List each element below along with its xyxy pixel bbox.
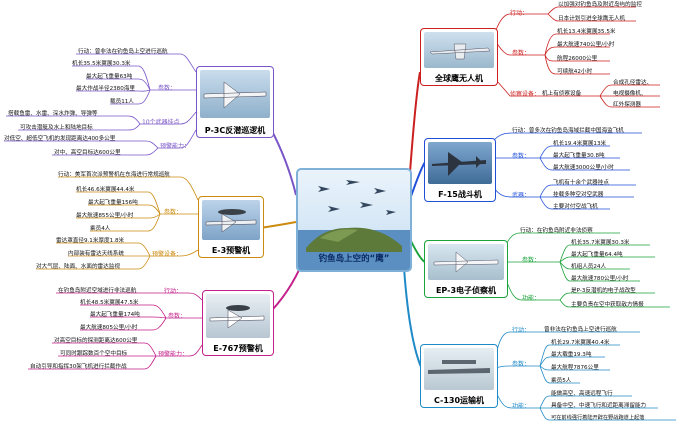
ep3-icon (433, 251, 499, 273)
p3c-params-label: 参数： (158, 85, 177, 92)
gh-detect-label: 侦察设备： (510, 91, 541, 98)
node-p3c[interactable]: P-3C反潜巡逻机 (196, 66, 274, 138)
f15-weapon-3: 主要对付空战飞机 (553, 204, 598, 210)
e767-abil-2: 可同时跟踪数百个空中目标 (60, 351, 128, 357)
e767-abil-3: 自动引导和指挥30架飞机进行拦截作战 (30, 364, 127, 370)
ep3-func-1: 是P-3反潜机的电子战改型 (571, 288, 636, 294)
gh-param-2: 最大航速740公里/小时 (557, 42, 615, 48)
ep3-action: 行动：在钓鱼岛附近非法侦察 (520, 228, 593, 234)
p3c-action: 行动：曾非法在钓鱼岛上空进行巡航 (78, 49, 168, 55)
e3-title: E-3预警机 (211, 246, 251, 255)
e767-abil-label: 预警能力： (158, 351, 189, 358)
e767-abil-1: 对高空目标的探测距离达600公里 (54, 338, 138, 344)
e3-param-1: 机长46.6米翼展44.4米 (76, 187, 135, 193)
e767-title: E-767预警机 (213, 344, 263, 353)
ep3-func-label: 功能： (522, 295, 541, 302)
gh-detect-2: 电视摄像机、 (613, 91, 647, 97)
c130-func-1: 能做高空、高速远程飞行 (551, 391, 613, 397)
e3-action: 行动：美军首次派预警机在东海进行常规巡航 (58, 172, 170, 178)
f15-params-label: 参数： (512, 153, 531, 160)
p3c-title: P-3C反潜巡逻机 (204, 126, 266, 135)
e767-action-label: 行动： (164, 288, 183, 295)
c130-param-3: 最大航程7876公里 (551, 365, 599, 371)
f15-title: F-15战斗机 (438, 190, 482, 199)
f15-weapon-2: 挂载多种空对空武器 (553, 192, 604, 198)
p3c-param-1: 机长35.5米翼展30.3米 (72, 61, 131, 67)
e3-equip-2: 内部装有雷达天线系统 (68, 251, 124, 257)
e3-param-3: 最大航速855公里/小时 (76, 213, 134, 219)
c130-params-label: 参数： (512, 361, 531, 368)
e767-action: 在钓鱼岛附近空域进行非法巡航 (58, 288, 137, 294)
e767-param-2: 最大起飞重量174吨 (90, 312, 140, 318)
c130-func-label: 功能： (512, 403, 531, 410)
gh-action-2: 日本计划引进全球鹰无人机 (558, 16, 626, 22)
global-hawk-icon (429, 43, 491, 60)
e767-params-label: 参数： (168, 313, 187, 320)
global-hawk-title: 全球鹰无人机 (435, 74, 483, 83)
center-topic: 钓鱼岛上空的“鹰” (296, 168, 412, 272)
ep3-params-label: 参数： (522, 257, 541, 264)
c130-param-2: 最大载重19.3吨 (551, 352, 592, 358)
p3c-weapons-label: 10个武器挂点 (142, 119, 180, 126)
gh-detect-3: 红外探测器 (613, 102, 641, 108)
p3c-abil-1: 对低空、超低空飞机的发现距离达400多公里 (4, 136, 116, 142)
f15-param-3: 最大航速3000公里/小时 (553, 165, 614, 171)
c130-action-label: 行动： (512, 327, 531, 334)
e3-param-4: 乘员4人 (90, 226, 111, 232)
gh-param-1: 机长13.4米翼展35.5米 (557, 29, 616, 35)
e3-param-2: 最大起飞重量156吨 (88, 200, 138, 206)
gh-detect-1: 合成孔径雷达、 (613, 80, 653, 86)
f15-icon (432, 152, 486, 176)
c130-action: 曾非法在钓鱼岛上空进行巡航 (544, 327, 617, 333)
e3-equip-1: 雷达罩直径9.1米厚度1.8米 (56, 238, 125, 244)
gh-detect-main: 机上有侦察设备 (542, 91, 582, 97)
e3-icon (205, 209, 257, 233)
p3c-param-2: 最大起飞重量63吨 (86, 74, 133, 80)
f15-param-2: 最大起飞重量30.8吨 (553, 153, 605, 159)
f15-param-1: 机长19.4米翼展13米 (553, 141, 607, 147)
ep3-param-1: 机长35.7米翼展30.3米 (571, 240, 630, 246)
gh-action-1: 以加强对钓鱼岛及附近岛屿的监控 (558, 2, 642, 8)
gh-params-label: 参数： (512, 50, 531, 57)
p3c-abil-label: 预警能力： (160, 143, 191, 150)
e3-equip-label: 预警设备： (152, 251, 183, 258)
gh-param-3: 航程26000公里 (557, 56, 598, 62)
e767-param-1: 机长48.5米翼展47.5米 (80, 300, 139, 306)
c130-title: C-130运输机 (433, 396, 485, 405)
c130-param-4: 乘员5人 (551, 378, 572, 384)
gh-action-label: 行动： (510, 10, 529, 17)
c130-func-3: 可在前线强行着陆开辟在野战跑道上起落 (551, 415, 645, 421)
ep3-func-2: 主要负责在空中获取敌方情报 (571, 302, 644, 308)
gh-param-4: 可续航42小时 (557, 69, 593, 75)
p3c-weapon-2: 可攻击潜艇及水上和陆地目标 (20, 125, 93, 131)
e3-params-label: 参数： (164, 209, 183, 216)
ep3-title: EP-3电子侦察机 (435, 286, 497, 295)
f15-weapon-1: 飞机有十余个武器挂点 (553, 180, 609, 186)
ep3-param-3: 机组人员24人 (571, 264, 607, 270)
p3c-abil-2: 对中、高空目标达600公里 (54, 150, 121, 156)
c130-func-2: 具备中空、中速飞行和近距离滞留能力 (551, 403, 647, 409)
e767-param-3: 最大航速805公里/小时 (80, 325, 138, 331)
center-title: 钓鱼岛上空的“鹰” (318, 254, 390, 264)
f15-weapons-label: 武器： (512, 192, 531, 199)
p3c-param-3: 最大作战半径2380海里 (76, 86, 135, 92)
p3c-weapon-1: 搭载鱼雷、水雷、深水炸弹、导弹等 (8, 111, 98, 117)
p3c-param-4: 载员11人 (110, 99, 134, 105)
c130-icon (428, 360, 490, 374)
e767-icon (209, 305, 265, 329)
ep3-param-2: 最大起飞重量64.4吨 (571, 252, 623, 258)
island-illustration (298, 180, 410, 270)
e3-equip-3: 对大气层、陆面、水面的雷达监视 (36, 264, 120, 270)
f15-action: 行动：曾多次在钓鱼岛海域拦截中国海监飞机 (512, 128, 624, 134)
p3c-icon (203, 81, 267, 109)
ep3-param-4: 最大航速780公里/小时 (571, 276, 629, 282)
c130-param-1: 机长29.7米翼展40.4米 (551, 340, 610, 346)
